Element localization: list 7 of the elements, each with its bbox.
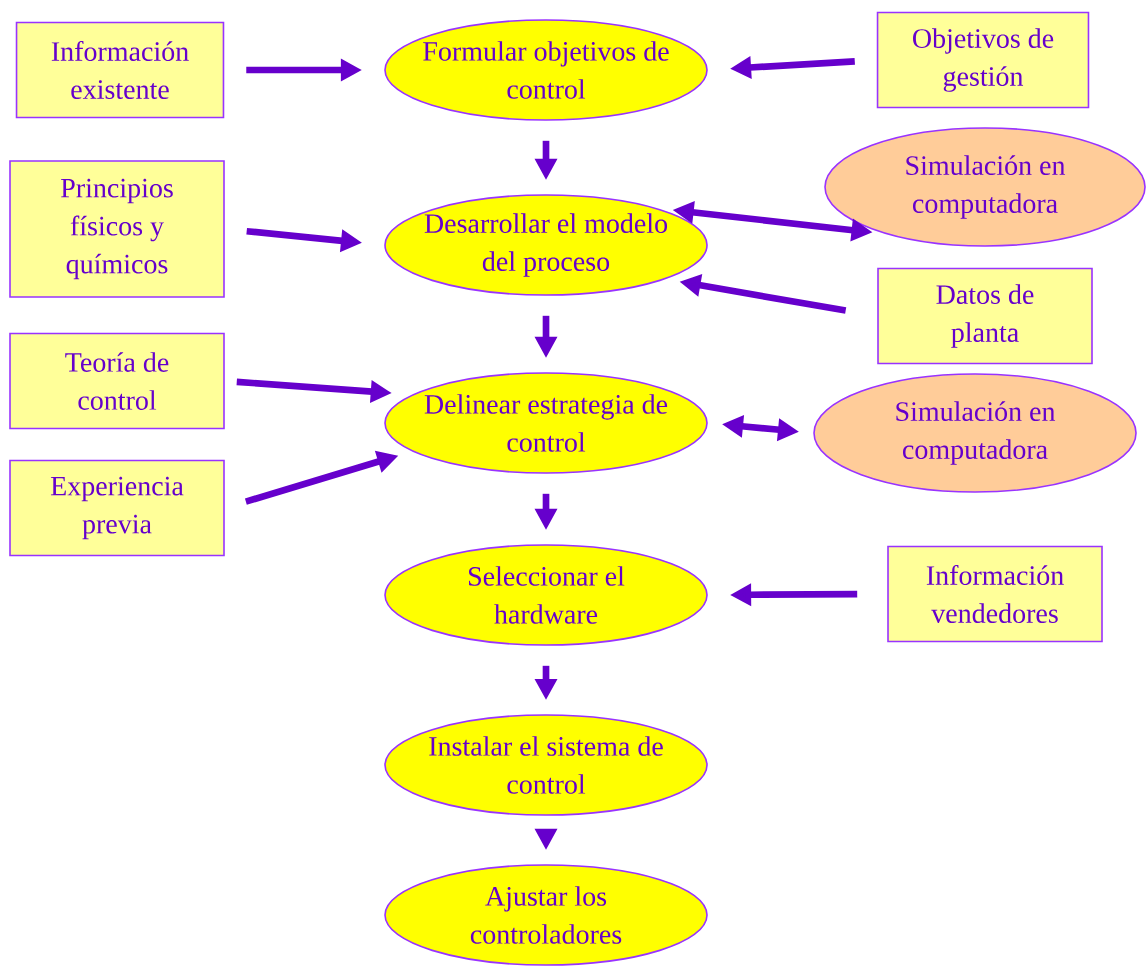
input-box: Experiencia previa bbox=[9, 459, 225, 557]
input-box: Objetivos de gestión bbox=[876, 11, 1090, 109]
input-box: Principios físicos y químicos bbox=[9, 160, 225, 298]
input-box: Teoría de control bbox=[9, 332, 225, 430]
input-box: Información existente bbox=[15, 21, 225, 119]
input-box: Información vendedores bbox=[887, 545, 1103, 643]
input-box: Datos de planta bbox=[877, 267, 1093, 365]
